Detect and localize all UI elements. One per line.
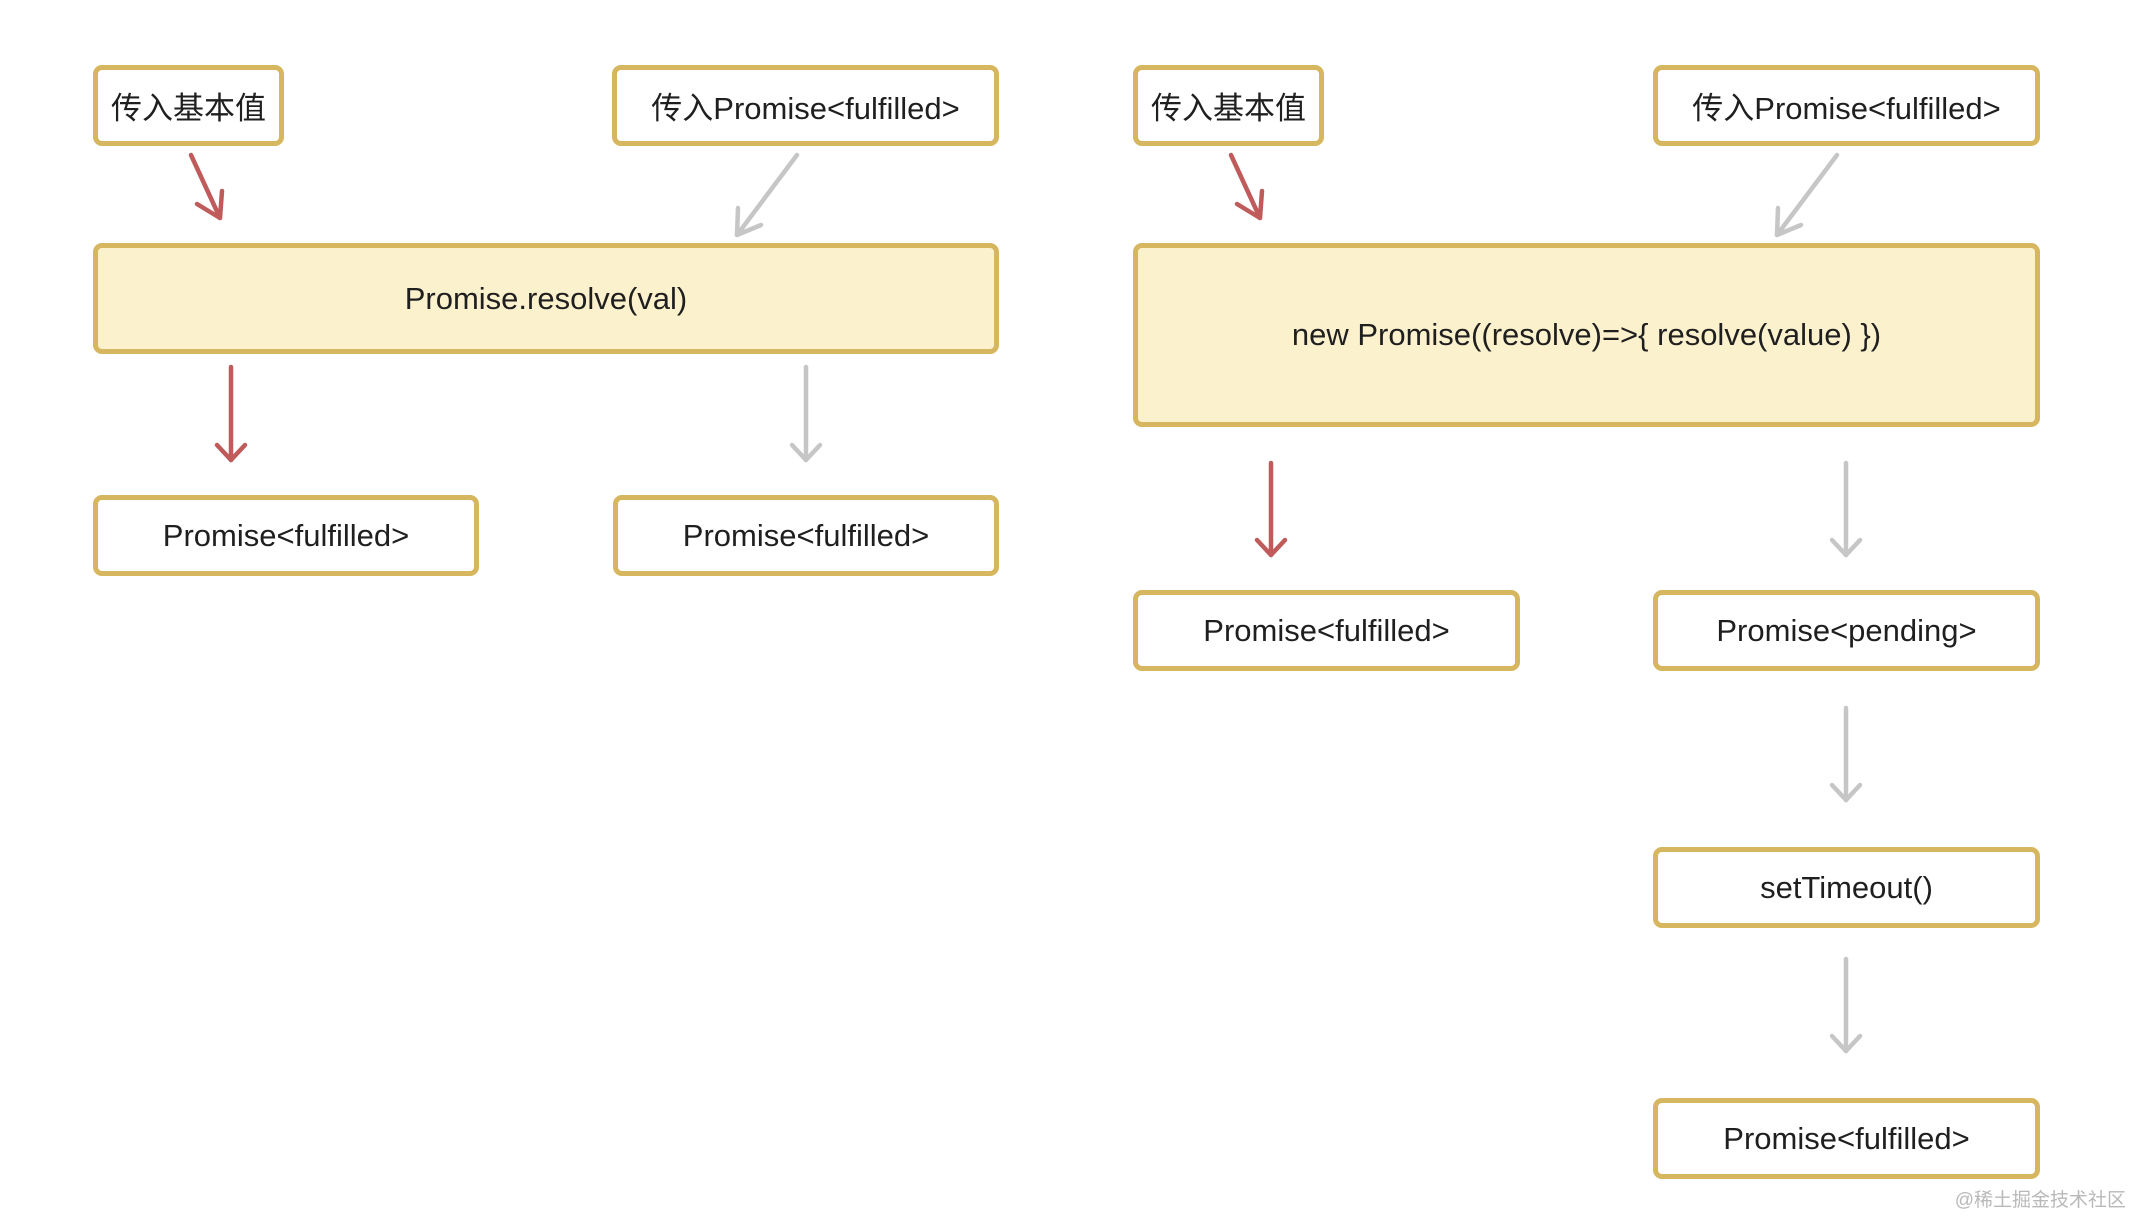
left-input-basic-label: 传入基本值: [111, 91, 266, 126]
right-input-basic-label: 传入基本值: [1151, 91, 1306, 126]
right-method-node: new Promise((resolve)=>{ resolve(value) …: [1133, 243, 2040, 427]
right-output-pending-node: Promise<pending>: [1653, 590, 2040, 671]
right-output-basic-node: Promise<fulfilled>: [1133, 590, 1520, 671]
right-output-final-node: Promise<fulfilled>: [1653, 1098, 2040, 1179]
right-output-pending-label: Promise<pending>: [1716, 612, 1977, 648]
right-output-final-label: Promise<fulfilled>: [1723, 1120, 1970, 1156]
left-method-label: Promise.resolve(val): [404, 280, 688, 316]
left-output-promise-node: Promise<fulfilled>: [613, 495, 999, 576]
right-timer-label: setTimeout(): [1760, 869, 1933, 905]
left-method-node: Promise.resolve(val): [93, 243, 999, 354]
right-input-promise-node: 传入Promise<fulfilled>: [1653, 65, 2040, 146]
left-input-basic-node: 传入基本值: [93, 65, 284, 146]
right-input-basic-node: 传入基本值: [1133, 65, 1324, 146]
right-input-promise-label: 传入Promise<fulfilled>: [1692, 91, 2001, 126]
left-input-promise-node: 传入Promise<fulfilled>: [612, 65, 999, 146]
left-output-basic-node: Promise<fulfilled>: [93, 495, 479, 576]
left-output-promise-label: Promise<fulfilled>: [682, 517, 930, 553]
left-output-basic-label: Promise<fulfilled>: [162, 517, 410, 553]
right-output-basic-label: Promise<fulfilled>: [1203, 612, 1450, 648]
left-input-promise-label: 传入Promise<fulfilled>: [651, 91, 960, 126]
right-method-label: new Promise((resolve)=>{ resolve(value) …: [1291, 317, 1882, 352]
watermark: @稀土掘金技术社区: [1954, 1190, 2126, 1211]
right-timer-node: setTimeout(): [1653, 847, 2040, 928]
